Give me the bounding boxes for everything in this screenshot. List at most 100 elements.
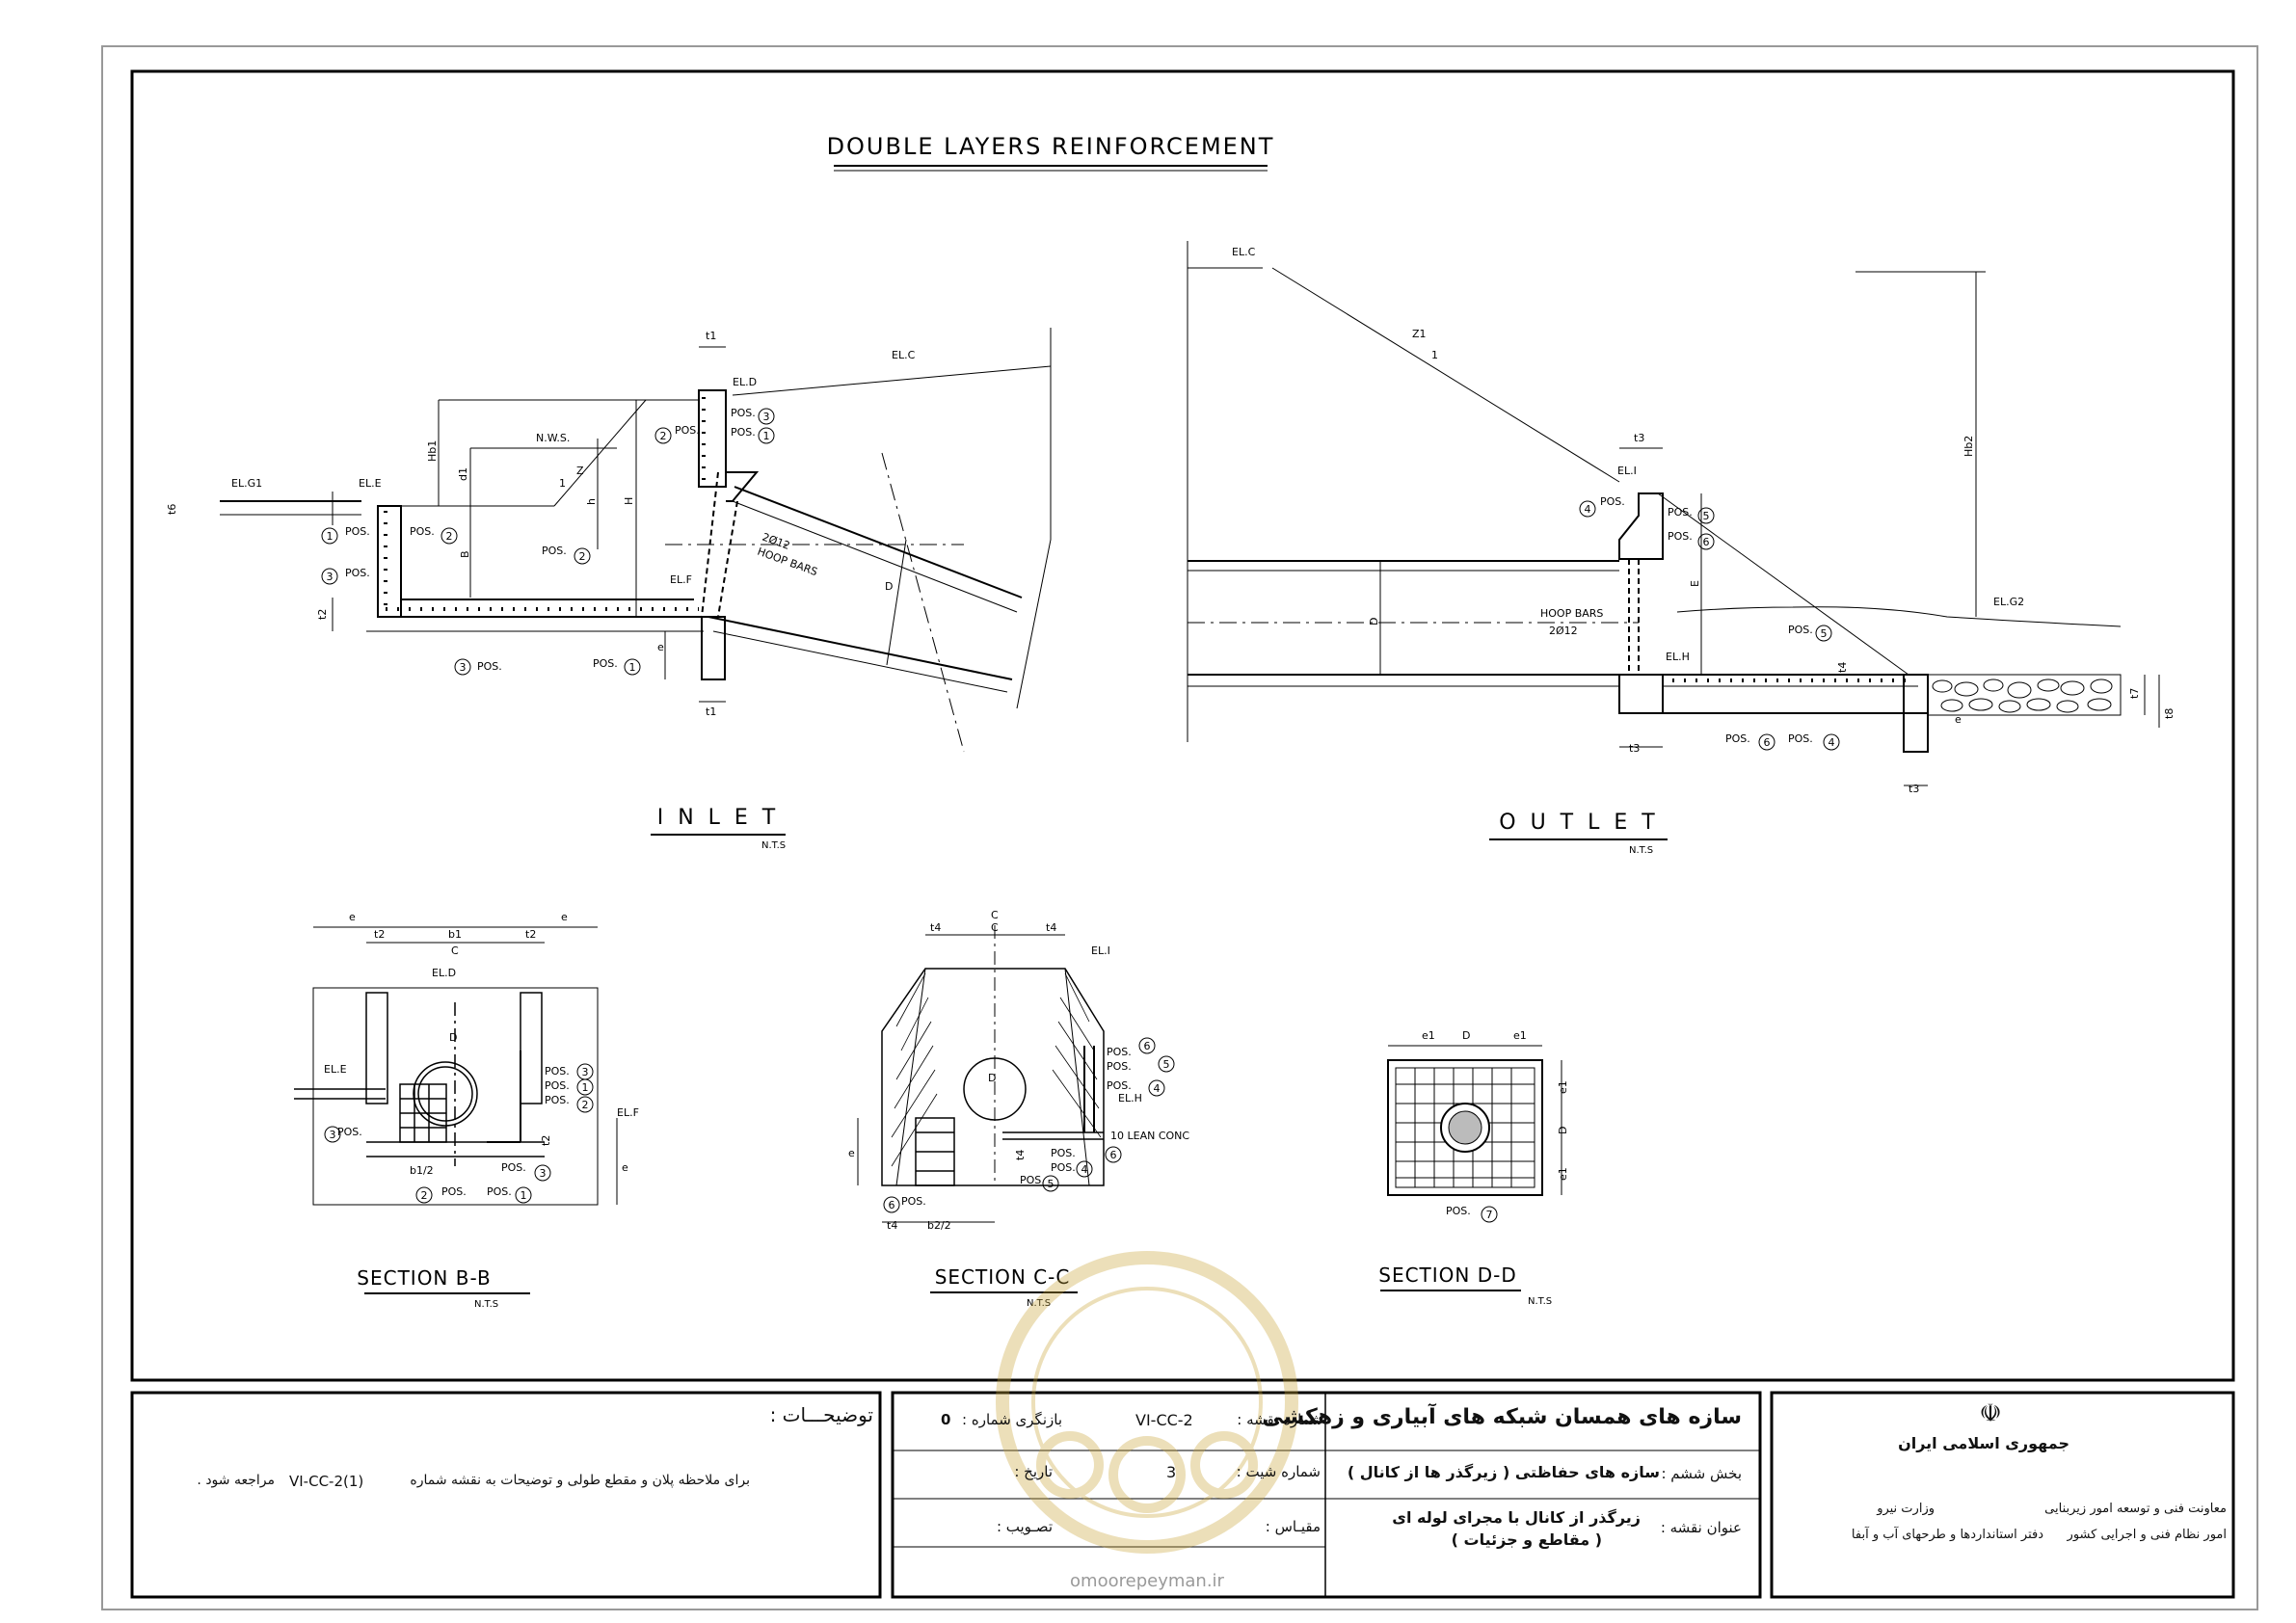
outlet-one: 1 <box>1431 349 1438 361</box>
bb-pos-1: POS. <box>545 1065 570 1078</box>
svg-text:2: 2 <box>582 1099 589 1111</box>
inlet-one: 1 <box>559 477 566 490</box>
cc-pos-3: POS. <box>1107 1079 1132 1092</box>
notes-text-2: مراجعه شود . <box>197 1473 275 1488</box>
svg-text:6: 6 <box>1110 1149 1117 1161</box>
outlet-el-h: EL.H <box>1666 651 1690 663</box>
title-block-frame <box>130 1391 2235 1599</box>
svg-text:5: 5 <box>1163 1058 1170 1071</box>
outlet-hb2: Hb2 <box>1962 436 1975 457</box>
section-dd-scale: N.T.S <box>1528 1296 1552 1307</box>
office-1: امور نظام فنی و اجرایی کشور <box>2067 1528 2227 1542</box>
section-dd-title: SECTION D-D <box>1378 1264 1517 1287</box>
section-value: سازه های حفاظتی ( زیرگذر ها از کانال ) <box>1347 1463 1660 1481</box>
outlet-t8: t8 <box>2163 708 2176 719</box>
svg-text:4: 4 <box>1829 736 1835 749</box>
section-cc-scale: N.T.S <box>1027 1298 1051 1309</box>
svg-text:3: 3 <box>582 1066 589 1078</box>
bb-c: C <box>451 945 459 957</box>
bb-pos-7: POS. <box>487 1185 512 1198</box>
cc-t4-right: t4 <box>1046 921 1056 934</box>
bb-e-right: e <box>561 911 568 923</box>
inlet-pos-9: POS. <box>593 657 618 670</box>
section-cc-labels: t4 t4 C C EL.I EL.H D e t4 t4 b2/2 10 LE… <box>848 909 1189 1232</box>
section-bb-labels: e e t2 t2 b1 C EL.D EL.E EL.F D b1/2 e t… <box>324 911 639 1198</box>
inlet-title: I N L E T <box>657 806 780 830</box>
section-bb-title: SECTION B-B <box>357 1266 491 1290</box>
dd-D-side: D <box>1557 1127 1569 1134</box>
drawing-no-label: شماره نقشه : <box>1237 1411 1322 1428</box>
inlet-d1: d1 <box>457 467 469 481</box>
cc-t4-bottom: t4 <box>887 1219 897 1232</box>
outlet-D: D <box>1368 618 1380 625</box>
bb-e-vertical: e <box>622 1161 628 1174</box>
svg-text:5: 5 <box>1048 1178 1055 1190</box>
svg-text:1: 1 <box>763 430 770 442</box>
outlet-pos-1: POS. <box>1600 495 1625 508</box>
inlet-pos-markers: 1 2 3 2 2 3 1 3 1 <box>321 408 775 676</box>
svg-text:3: 3 <box>540 1167 547 1180</box>
drawing-title-1: زیرگذر از کانال با مجرای لوله ای <box>1392 1508 1641 1527</box>
drawing-no-value: VI-CC-2 <box>1135 1411 1193 1429</box>
deputy-name: معاونت فنی و توسعه امور زیربنایی <box>2044 1502 2227 1516</box>
inlet-el-c: EL.C <box>892 349 916 361</box>
notes-text-1: برای ملاحظه پلان و مقطع طولی و توضیحات ب… <box>410 1473 750 1488</box>
section-cc-drawing <box>857 925 1105 1223</box>
emblem-icon: ☫ <box>1979 1399 2002 1428</box>
inlet-el-f: EL.F <box>670 573 692 586</box>
bb-pos-6: POS. <box>441 1185 467 1198</box>
svg-text:6: 6 <box>1764 736 1771 749</box>
inlet-t6: t6 <box>166 504 178 515</box>
inlet-pos-7: POS. <box>731 426 756 439</box>
outlet-e: e <box>1955 713 1962 726</box>
inlet-pos-8: POS. <box>477 660 502 673</box>
main-title: DOUBLE LAYERS REINFORCEMENT <box>827 133 1275 160</box>
svg-text:1: 1 <box>629 661 636 674</box>
bb-el-d: EL.D <box>432 967 456 979</box>
project-title: سازه های همسان شبکه های آبیاری و زهکشی <box>1262 1405 1742 1429</box>
bb-pos-5: POS. <box>501 1161 526 1174</box>
notes-ref: VI-CC-2(1) <box>289 1473 364 1490</box>
svg-text:6: 6 <box>1144 1040 1151 1052</box>
inlet-el-d: EL.D <box>733 376 757 388</box>
cc-pos-1: POS. <box>1107 1046 1132 1058</box>
cc-pos-6: POS. <box>1020 1174 1045 1186</box>
dd-e1-bottom: e1 <box>1557 1167 1569 1181</box>
inlet-scale: N.T.S <box>761 840 786 851</box>
republic-name: جمهوری اسلامی ایران <box>1898 1434 2069 1452</box>
cc-b2-2: b2/2 <box>927 1219 951 1232</box>
bb-pos-3: POS. <box>545 1094 570 1106</box>
svg-text:3: 3 <box>327 571 334 583</box>
dd-e1-right: e1 <box>1513 1029 1527 1042</box>
outlet-t4: t4 <box>1836 662 1849 673</box>
cc-c-top: C <box>991 909 999 921</box>
cc-lean: 10 LEAN CONC <box>1110 1130 1189 1142</box>
inlet-t2: t2 <box>316 609 329 620</box>
section-bb-pos-markers: 3 1 2 3 3 2 1 <box>324 1063 594 1204</box>
cc-t4-vertical: t4 <box>1014 1150 1027 1160</box>
sheet-no-label: شماره شیت : <box>1236 1463 1321 1480</box>
bb-t2-vertical: t2 <box>540 1135 552 1146</box>
notes-heading: توضیحـــات : <box>769 1403 873 1426</box>
ministry-name: وزارت نیرو <box>1877 1502 1935 1516</box>
svg-text:2: 2 <box>446 530 453 543</box>
inlet-D: D <box>885 580 893 593</box>
dd-D-top: D <box>1462 1029 1470 1042</box>
outlet-riprap-stones <box>1932 678 2113 713</box>
svg-text:7: 7 <box>1486 1209 1493 1221</box>
bb-D: D <box>449 1031 457 1044</box>
inlet-z: Z <box>576 465 584 477</box>
cc-D: D <box>988 1072 996 1084</box>
section-dd-drawing <box>1387 1045 1562 1196</box>
svg-text:1: 1 <box>521 1189 527 1202</box>
outlet-t3-apron: t3 <box>1909 783 1919 795</box>
watermark-url: omoorepeyman.ir <box>1070 1571 1224 1591</box>
sheet-no-value: 3 <box>1166 1463 1177 1481</box>
bb-pos-4: POS. <box>337 1126 362 1138</box>
inlet-pos-6: POS. <box>731 407 756 419</box>
outlet-pos-3: POS. <box>1668 530 1693 543</box>
revision-label: بازنگری شماره : <box>962 1411 1062 1428</box>
inlet-t1-bottom: t1 <box>706 705 716 718</box>
svg-text:4: 4 <box>1585 503 1591 516</box>
